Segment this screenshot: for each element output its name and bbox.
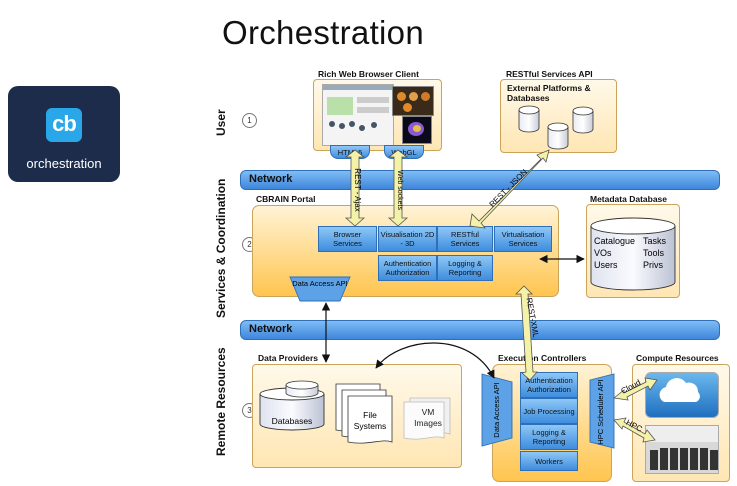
rest-ajax-arrow: [344, 149, 366, 227]
portal-logging-box: Logging & Reporting: [437, 255, 493, 281]
hpc-scheduler-label: HPC Scheduler API: [596, 379, 605, 444]
logo-mark: cb: [52, 111, 77, 136]
exec-logging-box: Logging & Reporting: [520, 424, 578, 450]
vm-images-shape: [403, 397, 451, 440]
network-bar-bottom: Network: [240, 320, 720, 340]
cb-logo-icon: cb: [46, 108, 82, 142]
rest-json-arrow: [469, 149, 550, 229]
rest-xml-arrow: [515, 285, 538, 381]
hpc-cluster-image: [645, 425, 719, 474]
metadata-item-catalogue: Catalogue: [594, 236, 635, 246]
vm-images-label-line2: Images: [414, 418, 442, 428]
metadata-db-title: Metadata Database: [590, 194, 668, 204]
logo-label: orchestration: [26, 156, 102, 171]
browser-services-box: Browser Services: [318, 226, 377, 252]
file-systems-label-line2: Systems: [354, 421, 387, 431]
network-bar-top: Network: [240, 170, 720, 190]
external-db-cylinder-3: [547, 122, 569, 150]
virtualisation-box: Virtualisation Services: [494, 226, 552, 252]
file-systems-pages: [335, 383, 393, 444]
exec-data-access-label: Data Access API: [492, 382, 501, 437]
browser-screenshot-image: [322, 84, 394, 146]
databases-label: Databases: [272, 416, 313, 426]
metadata-db-cylinder: [590, 217, 676, 291]
web-sockets-arrow: [387, 149, 409, 227]
file-systems-label-line1: File: [363, 410, 377, 420]
metadata-item-tasks: Tasks: [643, 236, 667, 246]
external-db-cylinder-1: [518, 105, 540, 133]
metadata-item-users: Users: [594, 260, 618, 270]
web-sockets-label: Web sockets: [396, 170, 403, 210]
external-db-cylinder-2: [572, 106, 594, 134]
network-label-bottom: Network: [249, 323, 293, 335]
rest-ajax-label: REST - Ajax: [353, 168, 362, 211]
layer-number-1: 1: [242, 113, 257, 128]
orchestration-logo-tile: cb orchestration: [8, 86, 120, 182]
browser-client-title: Rich Web Browser Client: [318, 69, 419, 79]
page-title: Orchestration: [222, 14, 424, 51]
restful-services-box: RESTful Services: [437, 226, 493, 252]
exec-data-access-shape: [481, 373, 513, 447]
metadata-item-vos: VOs: [594, 248, 612, 258]
vm-images-label-line1: VM: [422, 407, 435, 417]
portal-auth-box: Authentication Authorization: [378, 255, 437, 281]
cloud-icon: [659, 378, 700, 402]
data-providers-title: Data Providers: [258, 353, 318, 363]
hpc-scheduler-shape: [589, 373, 615, 449]
dataprovider-execution-arrow: [375, 342, 495, 379]
hpc-arrow: [613, 417, 656, 443]
cbrain-portal-title: CBRAIN Portal: [256, 194, 316, 204]
execution-controllers-title: Execution Controllers: [498, 353, 587, 363]
restful-api-title: RESTful Services API: [506, 69, 593, 79]
metadata-item-privs: Privs: [643, 260, 663, 270]
rest-json-label: REST - JSON: [487, 167, 529, 209]
portal-data-access-label: Data Access API: [292, 279, 347, 288]
3d-brain-image: [402, 116, 432, 144]
portal-data-access-shape: [289, 276, 351, 302]
browser-client-box: [313, 79, 442, 151]
exec-job-box: Job Processing: [520, 398, 578, 424]
brain-slices-image: [392, 86, 434, 116]
network-label-top: Network: [249, 173, 293, 185]
external-platforms-label: External Platforms & Databases: [507, 83, 591, 103]
metadata-item-tools: Tools: [643, 248, 665, 258]
cloud-arrow: [613, 377, 658, 401]
exec-workers-box: Workers: [520, 451, 578, 471]
visualisation-box: Visualisation 2D - 3D: [378, 226, 437, 252]
compute-resources-title: Compute Resources: [636, 353, 719, 363]
databases-stack: [259, 380, 325, 431]
